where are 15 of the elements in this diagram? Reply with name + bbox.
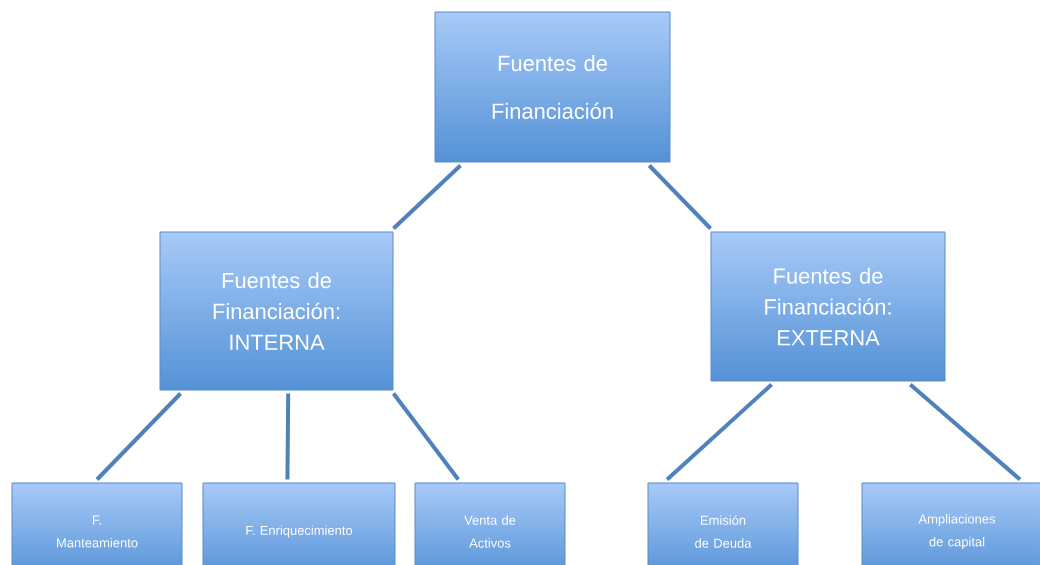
connector-line — [391, 392, 460, 481]
connector-line — [665, 383, 773, 481]
process-box: F. Enriquecimiento — [202, 482, 396, 565]
connector-line — [95, 392, 182, 481]
process-box: Ampliaciones de capital — [861, 482, 1040, 565]
process-box: Emisión de Deuda — [647, 482, 799, 565]
connector-line — [647, 164, 712, 230]
connector-line — [908, 383, 1022, 481]
connector-line — [392, 164, 462, 230]
process-box: Venta de Activos — [414, 482, 566, 565]
connector-line — [285, 393, 291, 480]
process-box: F. Manteamiento — [11, 482, 183, 565]
process-box: Fuentes de Financiación: EXTERNA — [710, 231, 946, 382]
process-box: Fuentes de Financiación: INTERNA — [159, 231, 394, 391]
process-box: Fuentes de Financiación — [434, 11, 671, 163]
